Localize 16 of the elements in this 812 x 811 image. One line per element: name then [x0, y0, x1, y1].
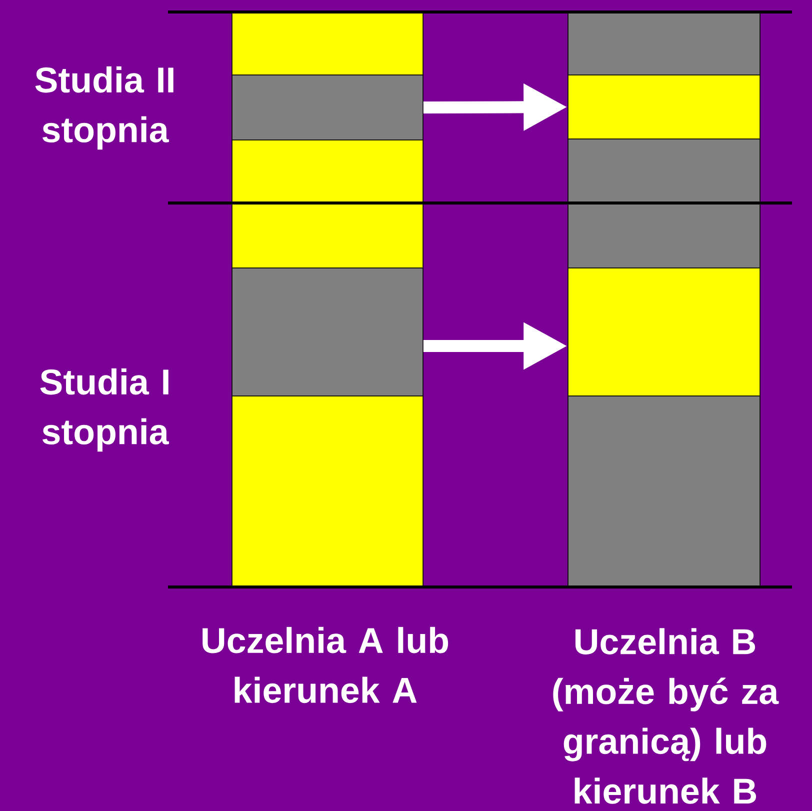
- bar-segment: [568, 74, 760, 140]
- label: Studia II stopnia: [35, 66, 174, 150]
- bar-segment: [232, 268, 424, 396]
- label: Uczelnia A lub kierunek A: [202, 626, 448, 704]
- bar-segment: [568, 138, 760, 204]
- bar-segment: [232, 140, 424, 204]
- bar-segment: [568, 12, 760, 76]
- bar-segment: [232, 74, 424, 140]
- bar-segment: [232, 396, 424, 588]
- bar-segment: [232, 12, 424, 76]
- bar-segment: [568, 268, 760, 396]
- bar-segment: [568, 396, 760, 588]
- label: Uczelnia B (może być za granicą) lub kierunek B: [553, 628, 779, 804]
- bar-segment: [232, 202, 424, 268]
- bar-segment: [568, 202, 760, 268]
- label: Studia I stopnia: [40, 368, 169, 452]
